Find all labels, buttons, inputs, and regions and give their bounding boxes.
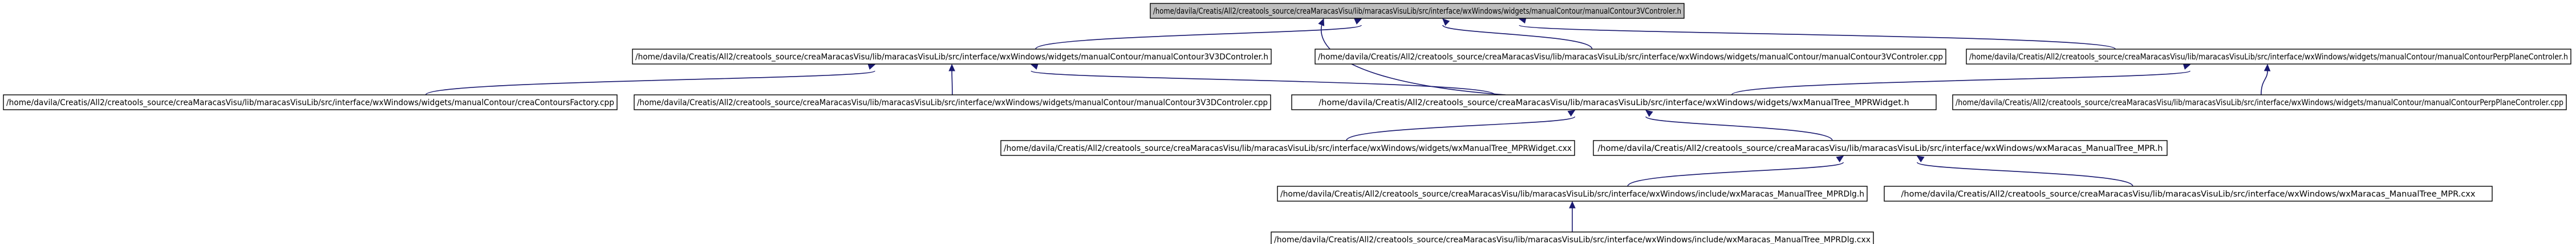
edge-arrowhead — [1916, 155, 1925, 163]
edge-arrowhead — [1442, 18, 1450, 26]
edge-arrowhead — [1318, 18, 1325, 26]
graph-node[interactable]: /home/davila/Creatis/All2/creatools_sour… — [1966, 49, 2571, 65]
file-label: /home/davila/Creatis/All2/creatools_sour… — [1318, 53, 1943, 62]
graph-node[interactable]: /home/davila/Creatis/All2/creatools_sour… — [1150, 3, 1685, 19]
file-label: /home/davila/Creatis/All2/creatools_sour… — [6, 98, 614, 107]
file-box[interactable] — [1000, 140, 1575, 156]
file-label: /home/davila/Creatis/All2/creatools_sour… — [1004, 144, 1572, 153]
dependency-edge — [1442, 25, 1593, 50]
file-label: /home/davila/Creatis/All2/creatools_sour… — [1969, 53, 2568, 62]
edge-arrowhead — [1645, 110, 1653, 117]
file-label: /home/davila/Creatis/All2/creatools_sour… — [635, 53, 1268, 62]
nodes-layer: /home/davila/Creatis/All2/creatools_sour… — [3, 3, 2571, 244]
file-label: /home/davila/Creatis/All2/creatools_sour… — [1901, 190, 2476, 199]
graph-node[interactable]: /home/davila/Creatis/All2/creatools_sour… — [1277, 186, 1868, 202]
file-box[interactable] — [3, 94, 618, 110]
graph-node[interactable]: /home/davila/Creatis/All2/creatools_sour… — [632, 49, 1272, 65]
dependency-edge — [1035, 25, 1362, 50]
file-label: /home/davila/Creatis/All2/creatools_sour… — [1956, 98, 2563, 107]
file-box[interactable] — [632, 49, 1272, 65]
file-label: /home/davila/Creatis/All2/creatools_sour… — [637, 98, 1268, 107]
file-box[interactable] — [634, 94, 1271, 110]
graph-node[interactable]: /home/davila/Creatis/All2/creatools_sour… — [634, 94, 1271, 110]
file-box[interactable] — [1291, 94, 1937, 110]
graph-node[interactable]: /home/davila/Creatis/All2/creatools_sour… — [1271, 231, 1874, 244]
file-box[interactable] — [1593, 140, 2168, 156]
file-label: /home/davila/Creatis/All2/creatools_sour… — [1319, 98, 1909, 107]
file-box[interactable] — [1315, 49, 1946, 65]
file-box[interactable] — [1884, 186, 2493, 202]
graph-node[interactable]: /home/davila/Creatis/All2/creatools_sour… — [3, 94, 618, 110]
edges-layer — [425, 17, 2271, 232]
graph-node[interactable]: /home/davila/Creatis/All2/creatools_sour… — [1952, 94, 2567, 110]
file-label: /home/davila/Creatis/All2/creatools_sour… — [1274, 235, 1871, 244]
file-box[interactable] — [1952, 94, 2567, 110]
edge-arrowhead — [1031, 63, 1039, 70]
edge-arrowhead — [1567, 110, 1576, 117]
dependency-edge — [1627, 162, 1844, 187]
file-label: /home/davila/Creatis/All2/creatools_sour… — [1598, 144, 2163, 153]
file-label: /home/davila/Creatis/All2/creatools_sour… — [1153, 7, 1681, 16]
dependency-edge — [1731, 70, 2191, 95]
file-box[interactable] — [1271, 231, 1874, 244]
current-file-box[interactable] — [1150, 3, 1685, 19]
file-box[interactable] — [1277, 186, 1868, 202]
dependency-edge — [1031, 70, 1495, 95]
edge-arrowhead — [2263, 63, 2271, 71]
dependency-edge — [1917, 162, 2133, 187]
dependency-edge — [425, 70, 875, 95]
dependency-edge — [1346, 116, 1576, 141]
file-label: /home/davila/Creatis/All2/creatools_sour… — [1280, 190, 1864, 199]
edge-arrowhead — [867, 63, 876, 70]
edge-arrowhead — [1354, 18, 1362, 25]
dependency-edge — [1519, 25, 2116, 50]
edge-arrowhead — [948, 63, 955, 71]
dependency-edge — [1645, 116, 1833, 141]
graph-node[interactable]: /home/davila/Creatis/All2/creatools_sour… — [1884, 186, 2493, 202]
graph-node[interactable]: /home/davila/Creatis/All2/creatools_sour… — [1000, 140, 1575, 156]
edge-arrowhead — [1569, 201, 1576, 209]
edge-arrowhead — [1836, 155, 1844, 163]
file-box[interactable] — [1966, 49, 2571, 65]
graph-node[interactable]: /home/davila/Creatis/All2/creatools_sour… — [1593, 140, 2168, 156]
edge-arrowhead — [2182, 63, 2191, 70]
graph-node[interactable]: /home/davila/Creatis/All2/creatools_sour… — [1291, 94, 1937, 110]
dependency-edge — [2261, 70, 2268, 95]
graph-node[interactable]: /home/davila/Creatis/All2/creatools_sour… — [1315, 49, 1946, 65]
